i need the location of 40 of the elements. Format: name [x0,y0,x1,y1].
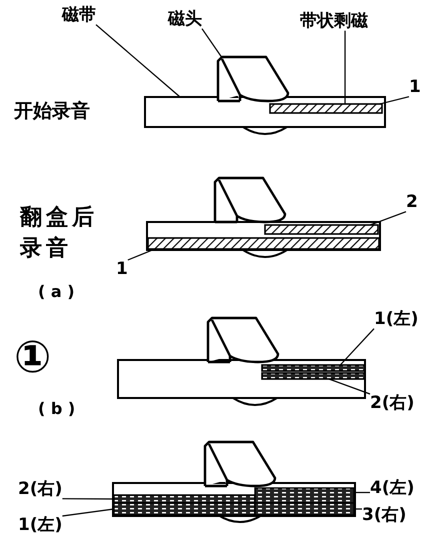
dotted-stripe [261,364,366,372]
magnetic-head-drawing [216,56,290,102]
hatched-stripe [264,224,379,235]
part-label: 磁带 [62,6,96,25]
part-label: 2 [406,193,418,212]
dotted-stripe [113,494,256,504]
part-label: 3(右) [362,506,406,525]
leader-line [62,508,114,517]
part-label: 磁头 [168,10,202,29]
part-label: 2(右) [18,480,62,499]
part-label: 1(左) [374,310,418,329]
part-label: 2(右) [370,394,414,413]
leader-line [202,28,222,58]
panel-label: ( a ) [38,283,75,301]
hatched-stripe [147,237,380,250]
row-label: 翻盒后录音 [20,204,99,263]
part-label: 1 [409,78,421,97]
part-label: 1(左) [18,516,62,535]
magnetic-head-drawing [204,440,276,488]
dotted-stripe [254,487,355,504]
panel-label: ( b ) [38,400,76,418]
leader-line [344,30,346,104]
hatched-stripe [269,103,383,114]
part-label: 4(左) [370,479,414,498]
part-label: 1 [116,260,128,279]
figure-number: ① [14,334,52,382]
leader-line [380,96,410,105]
dotted-stripe [261,372,366,380]
leader-line [340,328,374,366]
magnetic-head-drawing [206,316,280,364]
dotted-stripe [254,502,355,516]
part-label: 带状剩磁 [300,12,368,31]
leader-line [62,498,114,500]
leader-line [354,492,370,494]
magnetic-head-drawing [214,176,286,224]
leader-line [354,508,362,510]
row-label: 开始录音 [14,101,90,122]
dotted-stripe [113,502,256,516]
leader-line [370,211,406,226]
leader-line [96,24,180,98]
